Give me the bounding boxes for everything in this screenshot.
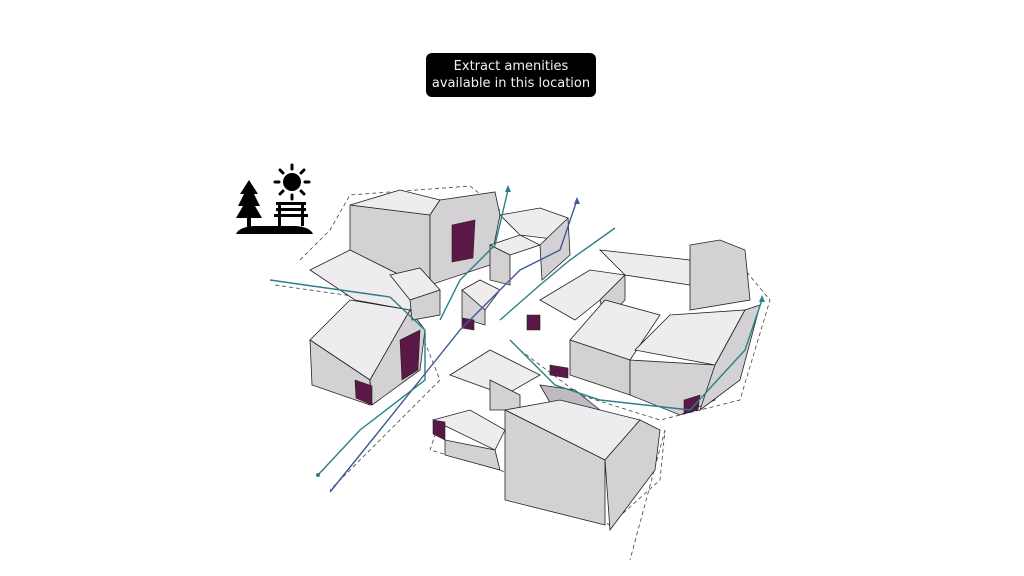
park-bench-tree-sun-icon — [236, 163, 313, 234]
prompt-line-1: Extract amenities — [453, 59, 569, 74]
path-route-3 — [329, 199, 578, 493]
path-arrow-icon — [505, 185, 511, 192]
path-start-marker — [316, 473, 320, 477]
path-arrow-icon — [574, 197, 580, 204]
building-center — [389, 207, 571, 331]
building-south — [431, 349, 661, 532]
path-route-1 — [269, 279, 426, 476]
path-route-5 — [509, 299, 763, 411]
street-outline — [519, 269, 771, 421]
building-east — [526, 239, 761, 416]
path-arrow-icon — [759, 295, 765, 302]
prompt-line-2: available in this location — [431, 76, 591, 91]
building-nw — [309, 189, 501, 311]
street-outline — [629, 429, 666, 561]
prompt-tooltip: Extract amenities available in this loca… — [426, 53, 596, 97]
street-outline — [299, 185, 501, 261]
path-route-2 — [439, 189, 509, 321]
path-route-4 — [499, 227, 616, 321]
street-outline — [429, 419, 666, 526]
building-west — [309, 299, 426, 406]
